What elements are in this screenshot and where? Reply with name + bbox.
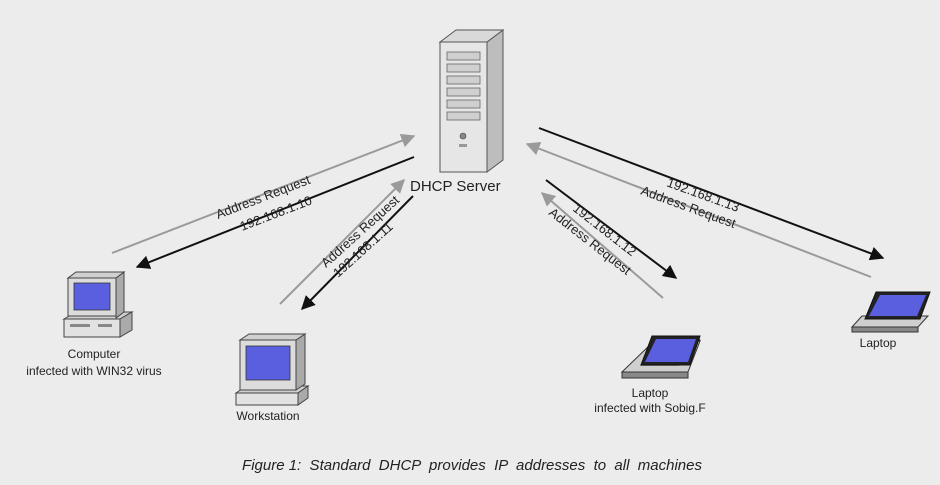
figure-caption: Figure 1: Standard DHCP provides IP addr… [242,457,702,474]
computer-label-line2: infected with WIN32 virus [26,364,161,378]
computer-label-line1: Computer [68,347,121,361]
request-arrow-workstation [279,179,405,305]
laptop-sobig-label-line1: Laptop [632,386,669,400]
reply-arrow-laptop-sobig [545,179,678,279]
laptop-icon [850,291,931,333]
workstation-icon [234,333,310,406]
workstation-label: Workstation [236,409,299,423]
server-label: DHCP Server [410,178,501,195]
reply-arrow-laptop [538,127,885,261]
request-arrow-laptop [525,142,872,278]
reply-arrow-workstation [301,195,414,310]
request-arrow-laptop-sobig [540,192,664,299]
computer-icon [62,271,134,338]
laptop-sobig-label-line2: infected with Sobig.F [594,401,705,415]
request-arrow-computer [111,134,416,254]
server-icon [438,29,505,173]
reply-arrow-computer [135,156,415,269]
laptop-label: Laptop [860,336,897,350]
laptop-sobig-screen [640,335,701,366]
